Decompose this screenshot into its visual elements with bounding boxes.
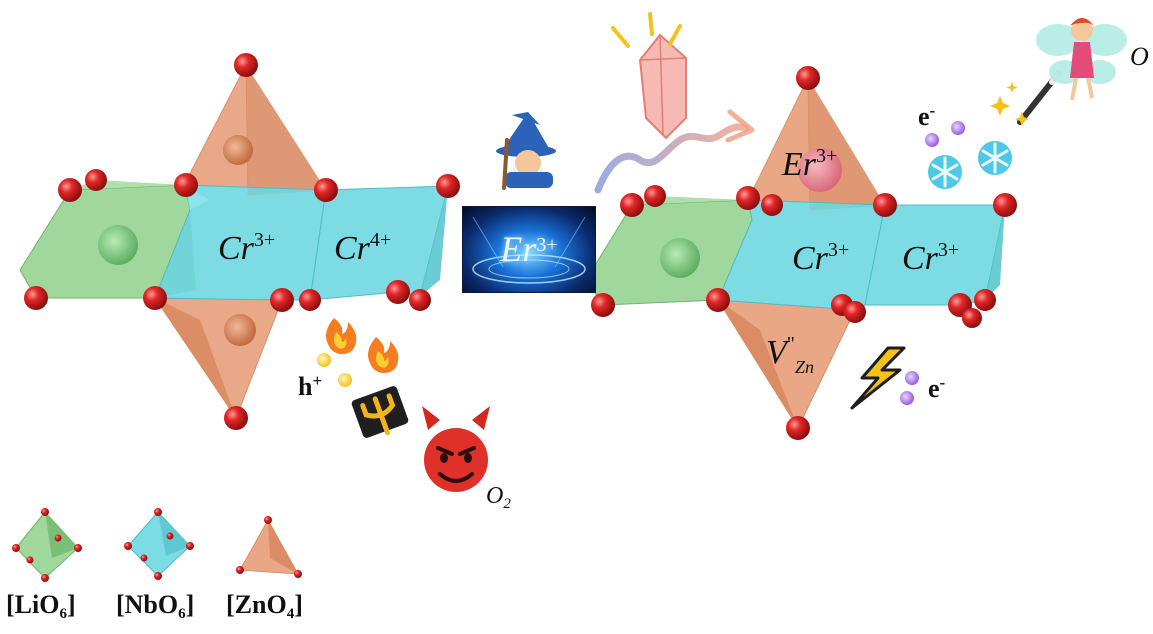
electron-particles-top	[925, 121, 965, 147]
oxygen-label-right: O	[1130, 42, 1149, 71]
er-dopant-label: Er3+	[500, 229, 558, 269]
sparkles-icon	[990, 82, 1029, 126]
oxygen-atoms-right	[591, 66, 1017, 440]
cr-right-b-label: Cr3+	[902, 239, 960, 277]
lightning-icon	[850, 346, 906, 410]
electron-bottom-label: e-	[928, 373, 946, 403]
cr-right-a-label: Cr3+	[792, 239, 850, 277]
hole-particles	[317, 353, 352, 387]
nb-octahedron-right-2	[864, 204, 1006, 306]
legend-nb-octahedron	[124, 508, 194, 580]
legend-zn-tetrahedron	[236, 516, 302, 578]
er-dopant-box: Er3+	[462, 206, 596, 293]
photon-wave-arrow	[594, 109, 755, 194]
hole-label: h+	[298, 371, 323, 401]
devil-icon	[422, 406, 490, 492]
fairy-icon	[1036, 18, 1127, 101]
legend-nb-label: [NbO6]	[116, 590, 195, 622]
legend-li-label: [LiO6]	[6, 590, 76, 622]
fire-icon	[326, 318, 399, 373]
vacancy-label: V"Zn	[766, 333, 814, 377]
cr-left-a-label: Cr3+	[218, 229, 276, 267]
legend-li-octahedron	[12, 508, 82, 582]
oxygen-atoms-left	[24, 53, 460, 430]
right-structure	[585, 66, 1017, 440]
snowflake-icon	[928, 141, 1012, 189]
crystal-icon	[611, 12, 687, 140]
electron-particles-bottom	[900, 371, 919, 405]
trident-icon	[351, 386, 409, 438]
oxygen-label-left: O2	[486, 483, 511, 512]
er-right-label: Er3+	[782, 145, 838, 183]
cr-left-b-label: Cr4+	[334, 229, 392, 267]
left-structure	[19, 53, 460, 430]
wizard-icon	[496, 112, 556, 190]
magic-wand-icon	[1017, 71, 1061, 125]
electron-top-label: e-	[918, 101, 936, 131]
legend-zn-label: [ZnO4]	[226, 590, 303, 622]
